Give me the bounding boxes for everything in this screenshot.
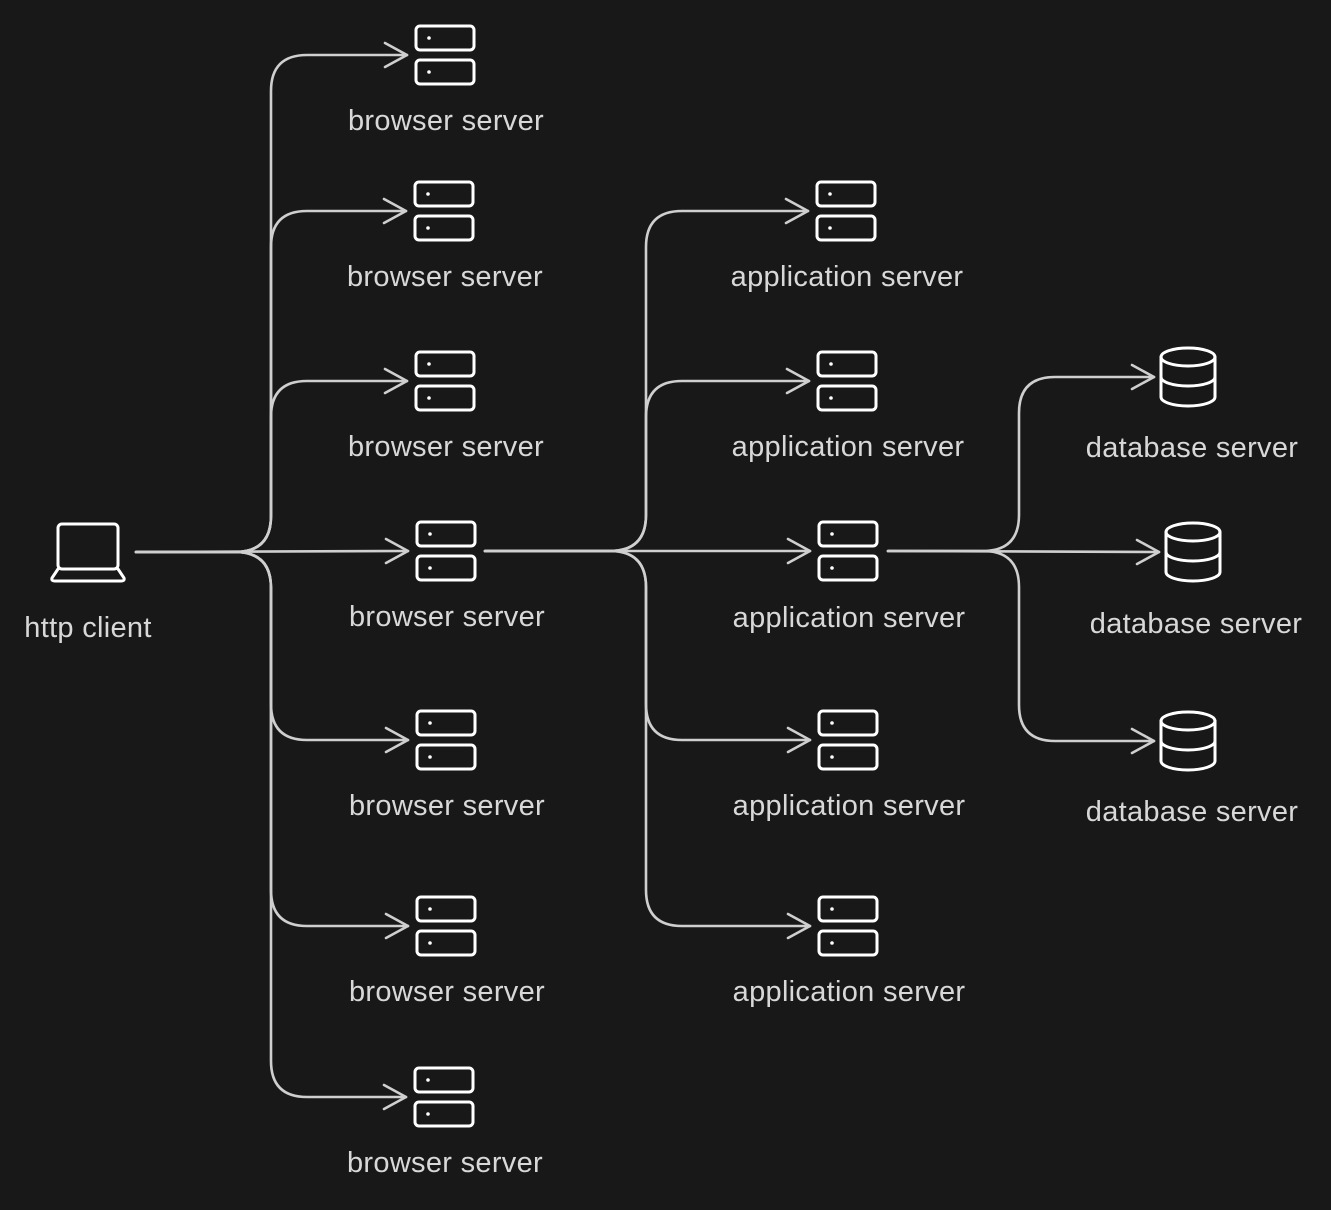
- node-label: application server: [733, 790, 966, 822]
- application-node-a4: application server: [733, 709, 966, 822]
- application-node-a2: application server: [732, 350, 965, 463]
- application-node-a5: application server: [733, 895, 966, 1008]
- server-icon: [415, 895, 477, 957]
- server-icon: [415, 709, 477, 771]
- arrowhead: [384, 726, 410, 754]
- node-label: browser server: [347, 261, 543, 293]
- server-icon: [817, 709, 879, 771]
- client-node-client: http client: [24, 522, 151, 644]
- edge-line: [134, 379, 409, 554]
- edge-client-b3: [134, 367, 409, 554]
- node-label: browser server: [349, 976, 545, 1008]
- arrowhead: [786, 912, 812, 940]
- node-label: application server: [731, 261, 964, 293]
- arrowhead: [1130, 363, 1156, 391]
- application-node-a3: application server: [733, 520, 966, 634]
- browser-node-b2: browser server: [347, 180, 543, 293]
- browser-node-b6: browser server: [349, 895, 545, 1008]
- node-label: browser server: [349, 601, 545, 633]
- arrowhead: [785, 367, 811, 395]
- arrowhead: [786, 726, 812, 754]
- arrowhead: [383, 367, 409, 395]
- database-node-d1: database server: [1086, 346, 1298, 464]
- browser-node-b4: browser server: [349, 520, 545, 633]
- edge-b4-a5: [483, 549, 812, 940]
- server-icon: [816, 350, 878, 412]
- node-label: application server: [733, 976, 966, 1008]
- server-icon: [815, 180, 877, 242]
- browser-node-b7: browser server: [347, 1066, 543, 1179]
- server-icon: [413, 180, 475, 242]
- database-icon: [1159, 346, 1217, 408]
- node-label: database server: [1090, 608, 1302, 640]
- arrowhead: [786, 537, 812, 565]
- application-node-a1: application server: [731, 180, 964, 293]
- arrowhead: [382, 197, 408, 225]
- browser-node-b1: browser server: [348, 24, 544, 137]
- server-icon: [817, 520, 879, 582]
- arrowhead: [383, 41, 409, 69]
- edge-a3-d3: [886, 549, 1156, 755]
- edges-layer: [134, 41, 1161, 1111]
- node-label: browser server: [348, 105, 544, 137]
- node-label: application server: [732, 431, 965, 463]
- node-label: http client: [24, 612, 151, 644]
- server-icon: [414, 350, 476, 412]
- browser-node-b3: browser server: [348, 350, 544, 463]
- arrowhead: [384, 912, 410, 940]
- database-node-d2: database server: [1090, 521, 1302, 640]
- laptop-icon: [50, 522, 126, 583]
- database-node-d3: database server: [1086, 710, 1298, 828]
- edge-line: [483, 379, 811, 553]
- database-icon: [1164, 521, 1222, 583]
- arrowhead: [384, 537, 410, 565]
- server-icon: [817, 895, 879, 957]
- browser-node-b5: browser server: [349, 709, 545, 822]
- node-label: database server: [1086, 432, 1298, 464]
- arrowhead: [1130, 727, 1156, 755]
- arrowhead: [1135, 538, 1161, 566]
- edge-b4-a4: [483, 549, 812, 754]
- server-icon: [414, 24, 476, 86]
- database-icon: [1159, 710, 1217, 772]
- edge-b4-a2: [483, 367, 811, 553]
- edge-client-b7: [134, 550, 408, 1111]
- server-icon: [413, 1066, 475, 1128]
- edge-line: [483, 549, 812, 742]
- node-label: browser server: [348, 431, 544, 463]
- server-icon: [415, 520, 477, 582]
- edge-line: [483, 549, 812, 928]
- edge-line: [886, 549, 1156, 743]
- node-label: browser server: [347, 1147, 543, 1179]
- node-label: application server: [733, 602, 966, 634]
- node-label: browser server: [349, 790, 545, 822]
- arrowhead: [784, 197, 810, 225]
- edge-line: [886, 375, 1156, 553]
- nodes-layer: http client browser server browser server b…: [24, 24, 1302, 1179]
- arrowhead: [382, 1083, 408, 1111]
- edge-line: [134, 550, 408, 1099]
- node-label: database server: [1086, 796, 1298, 828]
- edge-a3-d1: [886, 363, 1156, 553]
